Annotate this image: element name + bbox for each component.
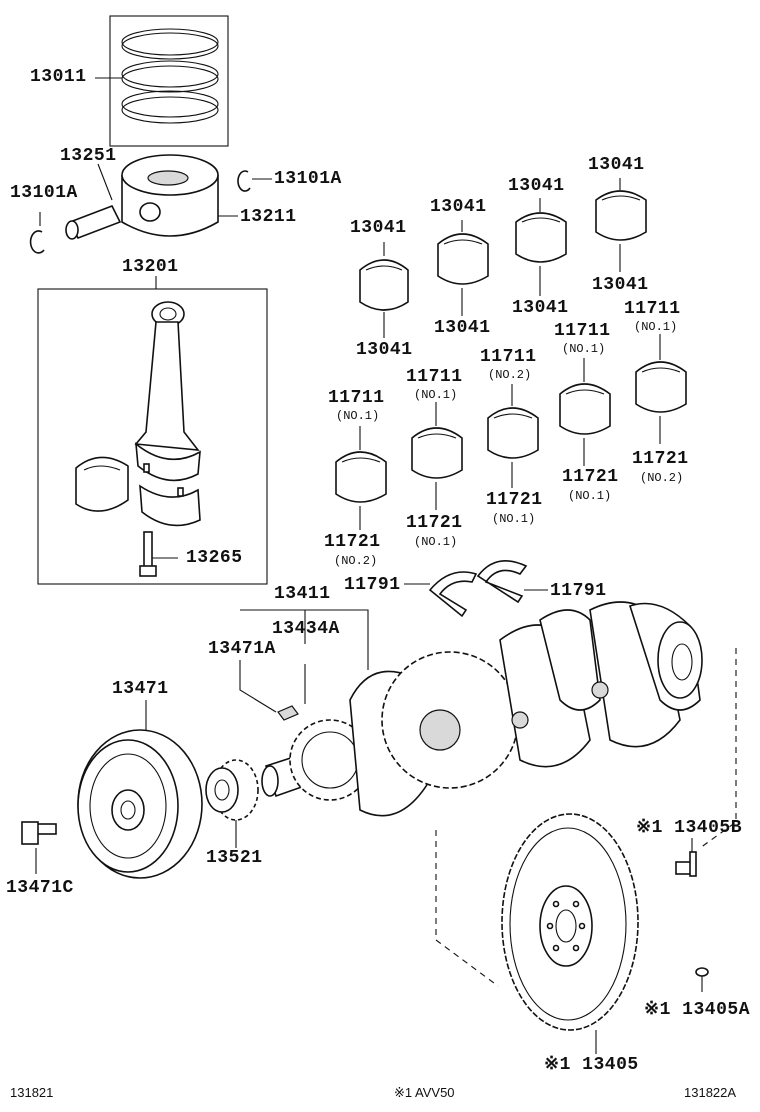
note-no2: (NO.2): [640, 471, 684, 485]
crankshaft: [239, 601, 703, 817]
label-13265: 13265: [186, 548, 243, 568]
footer-right-code: 131822A: [684, 1085, 737, 1100]
label-13521: 13521: [206, 848, 263, 868]
label-13041: 13041: [592, 275, 649, 295]
note-no1: (NO.1): [414, 535, 458, 549]
label-13041: 13041: [512, 298, 569, 318]
label-13411: 13411: [274, 584, 331, 604]
label-11791-left: 11791: [344, 575, 401, 595]
note-no1: (NO.1): [562, 342, 606, 356]
note-no1: (NO.1): [568, 489, 612, 503]
label-11711: 11711: [624, 299, 681, 319]
label-11721: 11721: [486, 490, 543, 510]
main-bearing-shells: [359, 178, 647, 338]
label-11711: 11711: [554, 321, 611, 341]
label-11711: 11711: [480, 347, 537, 367]
piston-ring-set: [95, 15, 229, 147]
flywheel: [435, 648, 737, 1054]
note-no1: (NO.1): [492, 512, 536, 526]
label-13471c: 13471C: [6, 878, 74, 898]
label-13041: 13041: [430, 197, 487, 217]
footer-note: ※1 AVV50: [394, 1085, 455, 1100]
label-13405a: ※1 13405A: [644, 1000, 750, 1020]
label-13405: ※1 13405: [544, 1055, 639, 1075]
label-13041: 13041: [588, 155, 645, 175]
label-13471: 13471: [112, 679, 169, 699]
note-no1: (NO.1): [634, 320, 678, 334]
label-13471a: 13471A: [208, 639, 276, 659]
label-11721: 11721: [562, 467, 619, 487]
label-13405b: ※1 13405B: [636, 818, 742, 838]
thrust-washers: [404, 560, 548, 618]
label-11721: 11721: [632, 449, 689, 469]
label-13211: 13211: [240, 207, 297, 227]
label-13041: 13041: [508, 176, 565, 196]
note-no1: (NO.1): [336, 409, 380, 423]
label-11721: 11721: [406, 513, 463, 533]
label-13041: 13041: [434, 318, 491, 338]
piston-assembly: [29, 154, 272, 254]
label-11791-right: 11791: [550, 581, 607, 601]
connecting-rod-assembly: [37, 276, 268, 585]
timing-sprocket: [205, 759, 259, 848]
note-no2: (NO.2): [334, 554, 378, 568]
label-13201: 13201: [122, 257, 179, 277]
label-13041: 13041: [356, 340, 413, 360]
label-13434a: 13434A: [272, 619, 340, 639]
label-13011: 13011: [30, 67, 87, 87]
crankshaft-pulley: [21, 700, 203, 879]
rod-bearing-shells: [335, 334, 687, 530]
label-11711: 11711: [406, 367, 463, 387]
note-no2: (NO.2): [488, 368, 532, 382]
label-11711: 11711: [328, 388, 385, 408]
note-no1: (NO.1): [414, 388, 458, 402]
label-13251: 13251: [60, 146, 117, 166]
label-11721: 11721: [324, 532, 381, 552]
label-13101a-right: 13101A: [274, 169, 342, 189]
label-13041: 13041: [350, 218, 407, 238]
footer-left-code: 131821: [10, 1085, 54, 1100]
label-13101a-left: 13101A: [10, 183, 78, 203]
